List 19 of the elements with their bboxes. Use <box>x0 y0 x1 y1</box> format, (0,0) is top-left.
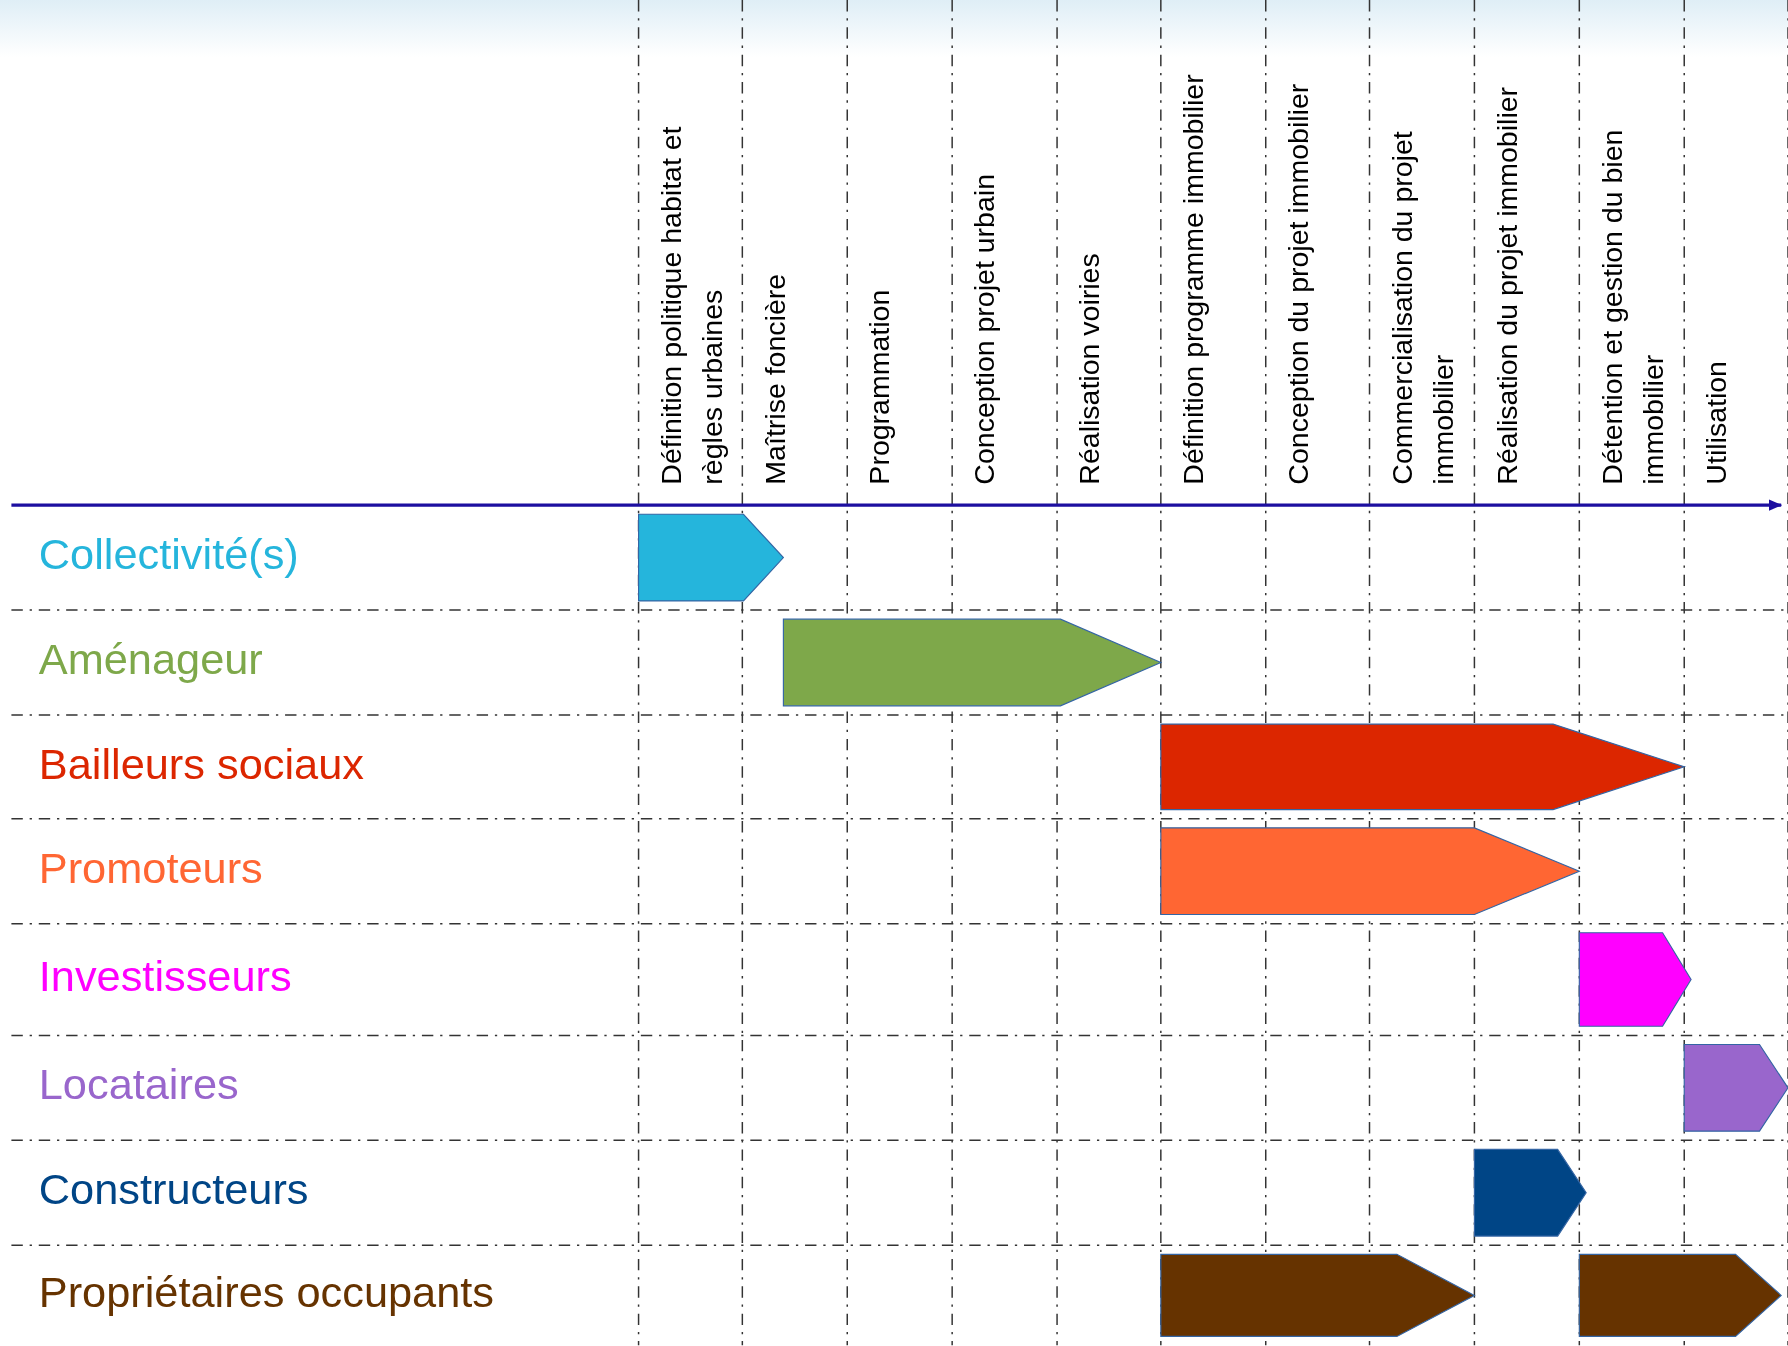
row-label: Locataires <box>38 1060 239 1110</box>
column-header: Commercialisation du projet immobilier <box>1384 130 1460 485</box>
column-header: Définition politique habitat et règles urbaines <box>653 125 729 485</box>
column-header: Définition programme immobilier <box>1175 73 1210 485</box>
column-header: Détention et gestion du bien immobilier <box>1594 128 1670 485</box>
column-header: Réalisation voiries <box>1072 252 1106 485</box>
column-header: Utilisation <box>1699 360 1734 485</box>
row-label: Constructeurs <box>38 1165 309 1215</box>
row-label: Bailleurs sociaux <box>38 739 364 789</box>
row-label: Propriétaires occupants <box>38 1268 494 1318</box>
column-header: Programmation <box>862 288 897 485</box>
row-label: Investisseurs <box>38 952 292 1002</box>
column-header: Conception projet urbain <box>967 173 1002 485</box>
row-label: Aménageur <box>38 635 263 685</box>
column-header: Réalisation du projet immobilier <box>1489 85 1524 485</box>
column-header: Maîtrise foncière <box>757 272 792 485</box>
row-label: Collectivité(s) <box>38 530 299 580</box>
column-header: Conception du projet immobilier <box>1280 82 1315 485</box>
row-label: Promoteurs <box>38 843 263 893</box>
